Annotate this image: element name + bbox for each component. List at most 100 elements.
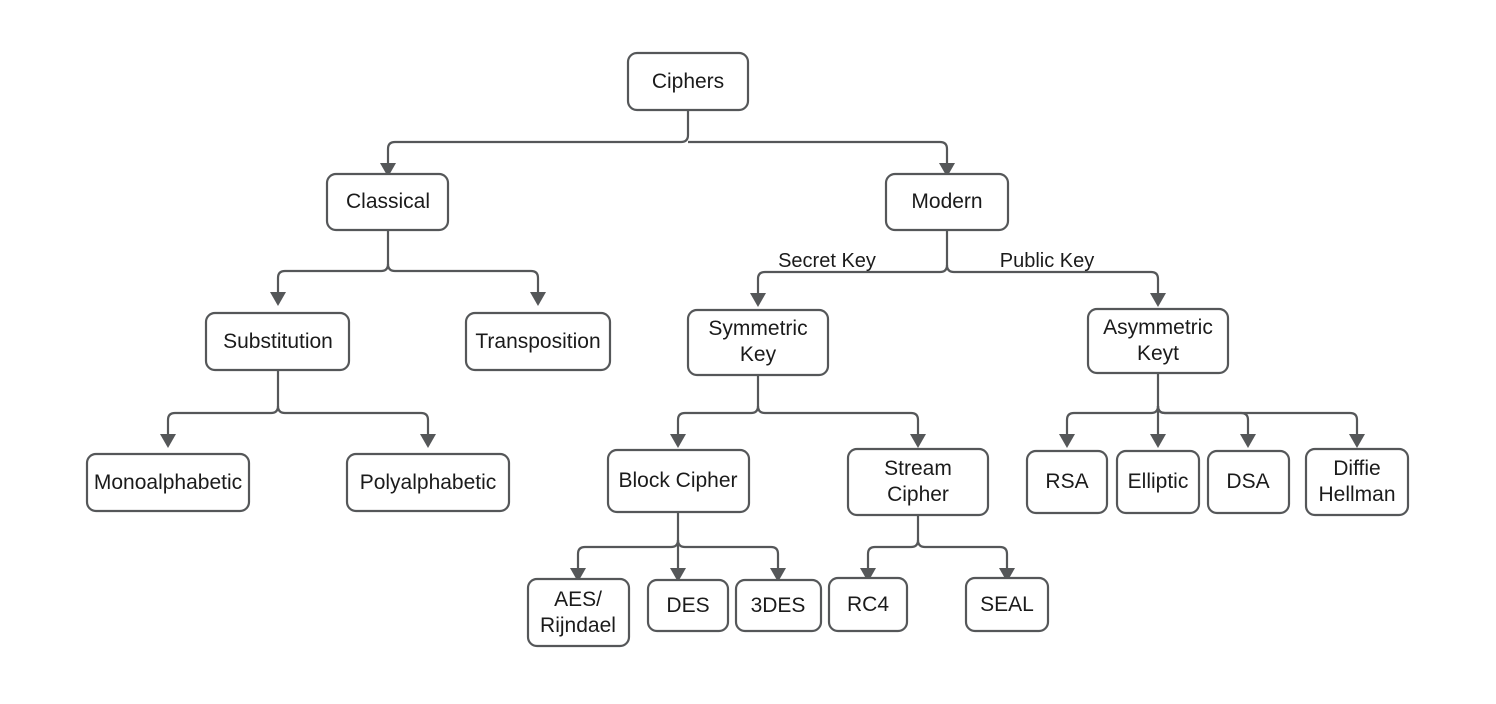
arrow-to-block-cipher xyxy=(670,434,686,448)
edge-label-public-key: Public Key xyxy=(1000,250,1095,272)
node-block-cipher[interactable]: Block Cipher xyxy=(606,448,751,514)
node-block-cipher-box[interactable] xyxy=(606,448,751,514)
node-rc4-box[interactable] xyxy=(827,576,909,633)
node-ciphers-box[interactable] xyxy=(626,51,750,112)
arrow-to-dsa xyxy=(1240,434,1256,448)
node-symmetric-key-box[interactable] xyxy=(686,308,830,377)
node-aes-rijndael-label: AES/Rijndael xyxy=(540,588,616,637)
node-polyalphabetic-box[interactable] xyxy=(345,452,511,513)
edge-modern-public-key xyxy=(945,264,1160,293)
node-monoalphabetic[interactable]: Monoalphabetic xyxy=(85,452,251,513)
node-3des-box[interactable] xyxy=(734,578,823,633)
edge-symmetric-split-right xyxy=(756,405,920,434)
edge-asymmetric-to-rsa xyxy=(1065,405,1160,434)
edge-labels-layer: Secret Key Public Key xyxy=(778,250,1094,272)
node-rsa[interactable]: RSA xyxy=(1025,449,1109,515)
arrow-to-rsa xyxy=(1059,434,1075,448)
node-elliptic-label: Elliptic xyxy=(1128,470,1189,493)
arrow-to-symmetric xyxy=(750,293,766,307)
node-seal-label: SEAL xyxy=(980,593,1034,616)
node-rsa-box[interactable] xyxy=(1025,449,1109,515)
node-rc4-label: RC4 xyxy=(847,593,889,616)
node-dsa-box[interactable] xyxy=(1206,449,1291,515)
node-seal[interactable]: SEAL xyxy=(964,576,1050,633)
node-transposition-box[interactable] xyxy=(464,311,612,372)
node-3des-label: 3DES xyxy=(751,594,806,617)
edge-substitution-split-right xyxy=(276,405,430,434)
arrow-to-polyalphabetic xyxy=(420,434,436,448)
node-ciphers[interactable]: Ciphers xyxy=(626,51,750,112)
arrow-to-diffie xyxy=(1349,434,1365,448)
arrow-to-asymmetric xyxy=(1150,293,1166,307)
node-monoalphabetic-box[interactable] xyxy=(85,452,251,513)
node-des-box[interactable] xyxy=(646,578,730,633)
node-dsa[interactable]: DSA xyxy=(1206,449,1291,515)
node-polyalphabetic-label: Polyalphabetic xyxy=(360,471,497,494)
node-substitution-box[interactable] xyxy=(204,311,351,372)
arrow-to-aes xyxy=(570,568,586,582)
node-modern-box[interactable] xyxy=(884,172,1010,232)
arrow-to-stream-cipher xyxy=(910,434,926,448)
arrow-to-des xyxy=(670,568,686,582)
node-elliptic[interactable]: Elliptic xyxy=(1115,449,1201,515)
node-aes-rijndael[interactable]: AES/Rijndael xyxy=(526,577,631,648)
edge-modern-secret-key xyxy=(756,264,949,293)
node-classical-label: Classical xyxy=(346,190,430,213)
arrow-to-classical xyxy=(380,163,396,177)
node-classical[interactable]: Classical xyxy=(325,172,450,232)
node-elliptic-box[interactable] xyxy=(1115,449,1201,515)
edge-ciphers-split xyxy=(386,110,690,163)
edge-classical-split-left xyxy=(276,263,390,292)
edge-label-secret-key: Secret Key xyxy=(778,250,876,272)
node-transposition-label: Transposition xyxy=(475,330,600,353)
edge-substitution-split-left xyxy=(166,405,280,434)
edge-ciphers-to-modern xyxy=(688,140,949,163)
node-asymmetric-keyt-box[interactable] xyxy=(1086,307,1230,375)
node-des[interactable]: DES xyxy=(646,578,730,633)
node-block-cipher-label: Block Cipher xyxy=(618,469,737,492)
node-seal-box[interactable] xyxy=(964,576,1050,633)
edge-asymmetric-to-diffie xyxy=(1156,405,1359,434)
node-modern-label: Modern xyxy=(911,190,982,213)
node-3des[interactable]: 3DES xyxy=(734,578,823,633)
edge-asymmetric-to-dsa xyxy=(1156,405,1250,434)
node-des-label: DES xyxy=(666,594,709,617)
edge-block-to-aes xyxy=(576,539,680,568)
node-transposition[interactable]: Transposition xyxy=(464,311,612,372)
node-aes-rijndael-box[interactable] xyxy=(526,577,631,648)
arrow-to-monoalphabetic xyxy=(160,434,176,448)
node-substitution[interactable]: Substitution xyxy=(204,311,351,372)
node-diffie-hellman-box[interactable] xyxy=(1304,447,1410,517)
edge-classical-split-right xyxy=(386,263,540,292)
arrow-to-3des xyxy=(770,568,786,582)
edges-layer xyxy=(160,110,1365,582)
node-stream-cipher-box[interactable] xyxy=(846,447,990,517)
nodes-layer: Ciphers Classical Modern Substitution Tr… xyxy=(85,51,1410,648)
edge-symmetric-split-left xyxy=(676,405,760,434)
node-dsa-label: DSA xyxy=(1226,470,1269,493)
arrow-to-elliptic xyxy=(1150,434,1166,448)
node-classical-box[interactable] xyxy=(325,172,450,232)
node-rsa-label: RSA xyxy=(1045,470,1088,493)
node-substitution-label: Substitution xyxy=(223,330,333,353)
edge-stream-to-rc4 xyxy=(866,539,920,568)
edge-stream-to-seal xyxy=(916,539,1009,568)
node-modern[interactable]: Modern xyxy=(884,172,1010,232)
node-polyalphabetic[interactable]: Polyalphabetic xyxy=(345,452,511,513)
node-rc4[interactable]: RC4 xyxy=(827,576,909,633)
node-monoalphabetic-label: Monoalphabetic xyxy=(94,471,242,494)
edge-block-to-3des xyxy=(676,539,780,568)
arrow-to-transposition xyxy=(530,292,546,306)
arrow-to-rc4 xyxy=(860,568,876,582)
arrow-to-modern xyxy=(939,163,955,177)
